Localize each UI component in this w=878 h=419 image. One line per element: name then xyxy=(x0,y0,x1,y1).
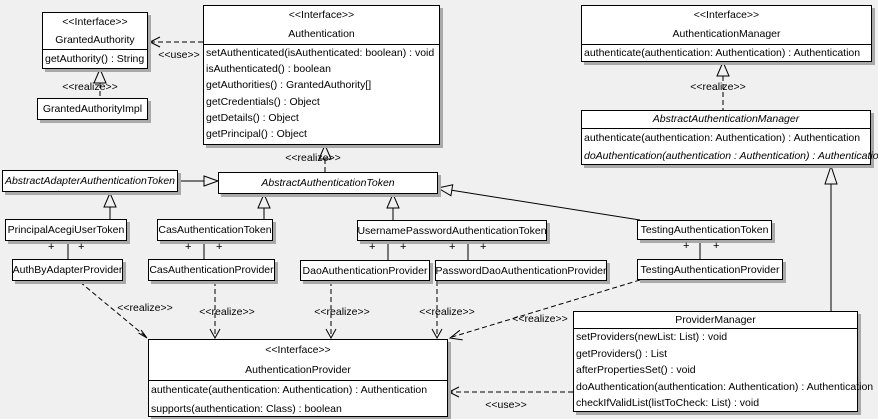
edge-use-granted-authority xyxy=(148,36,203,48)
edge-use-authentication-provider xyxy=(447,386,573,398)
method-row: getCredentials() : Object xyxy=(206,95,320,108)
edge-generalization-cas-token xyxy=(257,192,271,219)
class-authentication[interactable]: <<Interface>> Authentication setAuthenti… xyxy=(203,5,440,145)
class-abstract-authentication-token[interactable]: AbstractAuthenticationToken xyxy=(218,172,438,194)
class-cas-authentication-provider[interactable]: CasAuthenticationProvider xyxy=(148,259,275,281)
method-row: afterPropertiesSet() : void xyxy=(576,364,696,377)
class-stereotype: <<Interface>> xyxy=(693,9,760,21)
class-title: DaoAuthenticationProvider xyxy=(302,264,428,277)
method-row: isAuthenticated() : boolean xyxy=(206,63,331,76)
class-dao-authentication-provider[interactable]: DaoAuthenticationProvider xyxy=(300,260,430,281)
edge-label-realize: <<realize>> xyxy=(199,306,255,318)
class-password-dao-authentication-provider[interactable]: PasswordDaoAuthenticationProvider xyxy=(435,260,607,281)
class-title: CasAuthenticationToken xyxy=(158,224,272,236)
class-granted-authority-impl[interactable]: GrantedAuthorityImpl xyxy=(37,98,148,120)
edge-generalization-testing-token xyxy=(436,184,641,221)
class-stereotype: <<Interface>> xyxy=(288,9,355,21)
assoc-plus: + xyxy=(683,240,690,252)
edge-label-realize: <<realize>> xyxy=(419,306,475,318)
edge-label-realize: <<realize>> xyxy=(62,81,118,93)
method-row: authenticate(authentication: Authenticat… xyxy=(584,47,861,59)
class-title: PasswordDaoAuthenticationProvider xyxy=(435,264,607,277)
edge-generalization-adapter-token xyxy=(178,175,220,187)
assoc-plus: + xyxy=(369,241,376,253)
class-abstract-adapter-authentication-token[interactable]: AbstractAdapterAuthenticationToken xyxy=(2,170,178,192)
class-title: ProviderManager xyxy=(675,314,756,326)
method-row: getAuthority() : String xyxy=(45,53,145,65)
class-testing-authentication-token[interactable]: TestingAuthenticationToken xyxy=(637,220,772,240)
method-row: getDetails() : Object xyxy=(206,111,299,124)
class-title: AbstractAdapterAuthenticationToken xyxy=(4,175,176,187)
class-title: AuthenticationProvider xyxy=(245,364,351,376)
edge-label-realize: <<realize>> xyxy=(314,306,370,318)
edge-generalization-provider-manager xyxy=(824,164,838,311)
class-title: CasAuthenticationProvider xyxy=(149,264,274,276)
class-cas-authentication-token[interactable]: CasAuthenticationToken xyxy=(157,219,273,241)
class-authentication-provider[interactable]: <<Interface>> AuthenticationProvider aut… xyxy=(148,339,448,417)
method-row: authenticate(authentication: Authenticat… xyxy=(151,384,428,396)
method-row: doAuthentication(authentication: Authent… xyxy=(576,380,874,393)
assoc-plus: + xyxy=(216,241,223,253)
method-row: supports(authentication: Class) : boolea… xyxy=(151,403,342,415)
class-provider-manager[interactable]: ProviderManager setProviders(newList: Li… xyxy=(573,311,874,412)
assoc-plus: + xyxy=(713,240,720,252)
edge-generalization-principal-token xyxy=(103,191,117,219)
method-row: setProviders(newList: List) : void xyxy=(576,331,728,344)
class-username-password-authentication-token[interactable]: UsernamePasswordAuthenticationToken xyxy=(357,220,547,241)
method-row: setAuthenticated(isAuthenticated: boolea… xyxy=(206,47,435,59)
assoc-plus: + xyxy=(185,241,192,253)
edge-label-realize: <<realize>> xyxy=(117,302,173,314)
edge-label-realize: <<realize>> xyxy=(512,313,568,325)
assoc-plus: + xyxy=(480,241,487,253)
assoc-plus: + xyxy=(78,241,85,253)
method-row: doAuthentication(authentication : Authen… xyxy=(584,150,878,162)
method-row: getPrincipal() : Object xyxy=(206,127,307,140)
class-granted-authority[interactable]: <<Interface>> GrantedAuthority getAuthor… xyxy=(42,12,148,69)
class-auth-by-adapter-provider[interactable]: AuthByAdapterProvider xyxy=(12,259,123,281)
class-title: TestingAuthenticationProvider xyxy=(640,263,780,276)
class-title: AuthByAdapterProvider xyxy=(12,264,123,276)
assoc-plus: + xyxy=(48,241,55,253)
class-testing-authentication-provider[interactable]: TestingAuthenticationProvider xyxy=(637,259,783,280)
method-row: authenticate(authentication: Authenticat… xyxy=(584,132,861,144)
edge-label-realize: <<realize>> xyxy=(690,81,746,93)
class-authentication-manager[interactable]: <<Interface>> AuthenticationManager auth… xyxy=(581,5,872,62)
class-title: AbstractAuthenticationToken xyxy=(261,177,395,189)
class-title: GrantedAuthorityImpl xyxy=(42,103,143,115)
class-stereotype: <<Interface>> xyxy=(62,16,128,28)
method-row: checkIfValidList(listToCheck: List) : vo… xyxy=(576,397,760,410)
class-title: AbstractAuthenticationManager xyxy=(652,113,800,125)
class-title: PrincipalAcegiUserToken xyxy=(7,224,125,236)
class-stereotype: <<Interface>> xyxy=(265,344,331,356)
edge-label-use: <<use>> xyxy=(485,399,527,411)
assoc-plus: + xyxy=(449,241,456,253)
class-title: GrantedAuthority xyxy=(55,34,135,46)
class-title: UsernamePasswordAuthenticationToken xyxy=(357,224,547,237)
edge-generalization-usernamepassword-token xyxy=(386,192,400,220)
edge-label-realize: <<realize>> xyxy=(285,152,341,164)
method-row: getAuthorities() : GrantedAuthority[] xyxy=(206,79,372,92)
class-title: Authentication xyxy=(288,28,355,40)
class-title: AuthenticationManager xyxy=(672,28,781,40)
class-abstract-authentication-manager[interactable]: AbstractAuthenticationManager authentica… xyxy=(581,110,878,165)
edge-label-use: <<use>> xyxy=(158,49,200,61)
class-principal-acegi-user-token[interactable]: PrincipalAcegiUserToken xyxy=(5,219,127,241)
assoc-plus: + xyxy=(400,241,407,253)
method-row: getProviders() : List xyxy=(576,347,668,360)
class-title: TestingAuthenticationToken xyxy=(640,224,769,236)
